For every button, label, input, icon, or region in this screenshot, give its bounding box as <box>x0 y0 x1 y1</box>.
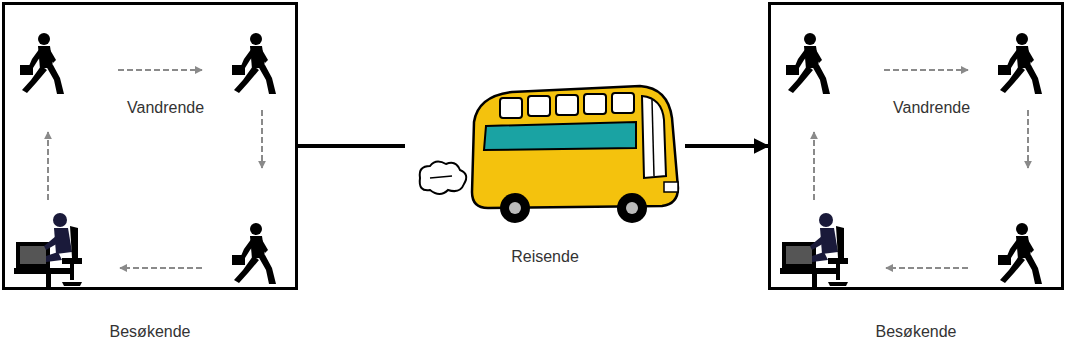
bus-illustration <box>420 86 678 223</box>
node-label: Vandrende <box>127 99 204 117</box>
flow-connector <box>685 144 768 148</box>
node-caption: Besøkende <box>876 323 957 341</box>
bus-node: Reisende <box>405 88 685 204</box>
cycle-box: VandrendeBesøkende <box>768 2 1064 290</box>
flow-connector <box>298 144 405 148</box>
node-label: Vandrende <box>893 99 970 117</box>
cycle-box: VandrendeBesøkende <box>2 2 298 290</box>
cycle-figures <box>780 33 1042 288</box>
cycle-figures <box>14 33 276 288</box>
node-caption: Besøkende <box>110 323 191 341</box>
node-caption: Reisende <box>511 248 579 266</box>
